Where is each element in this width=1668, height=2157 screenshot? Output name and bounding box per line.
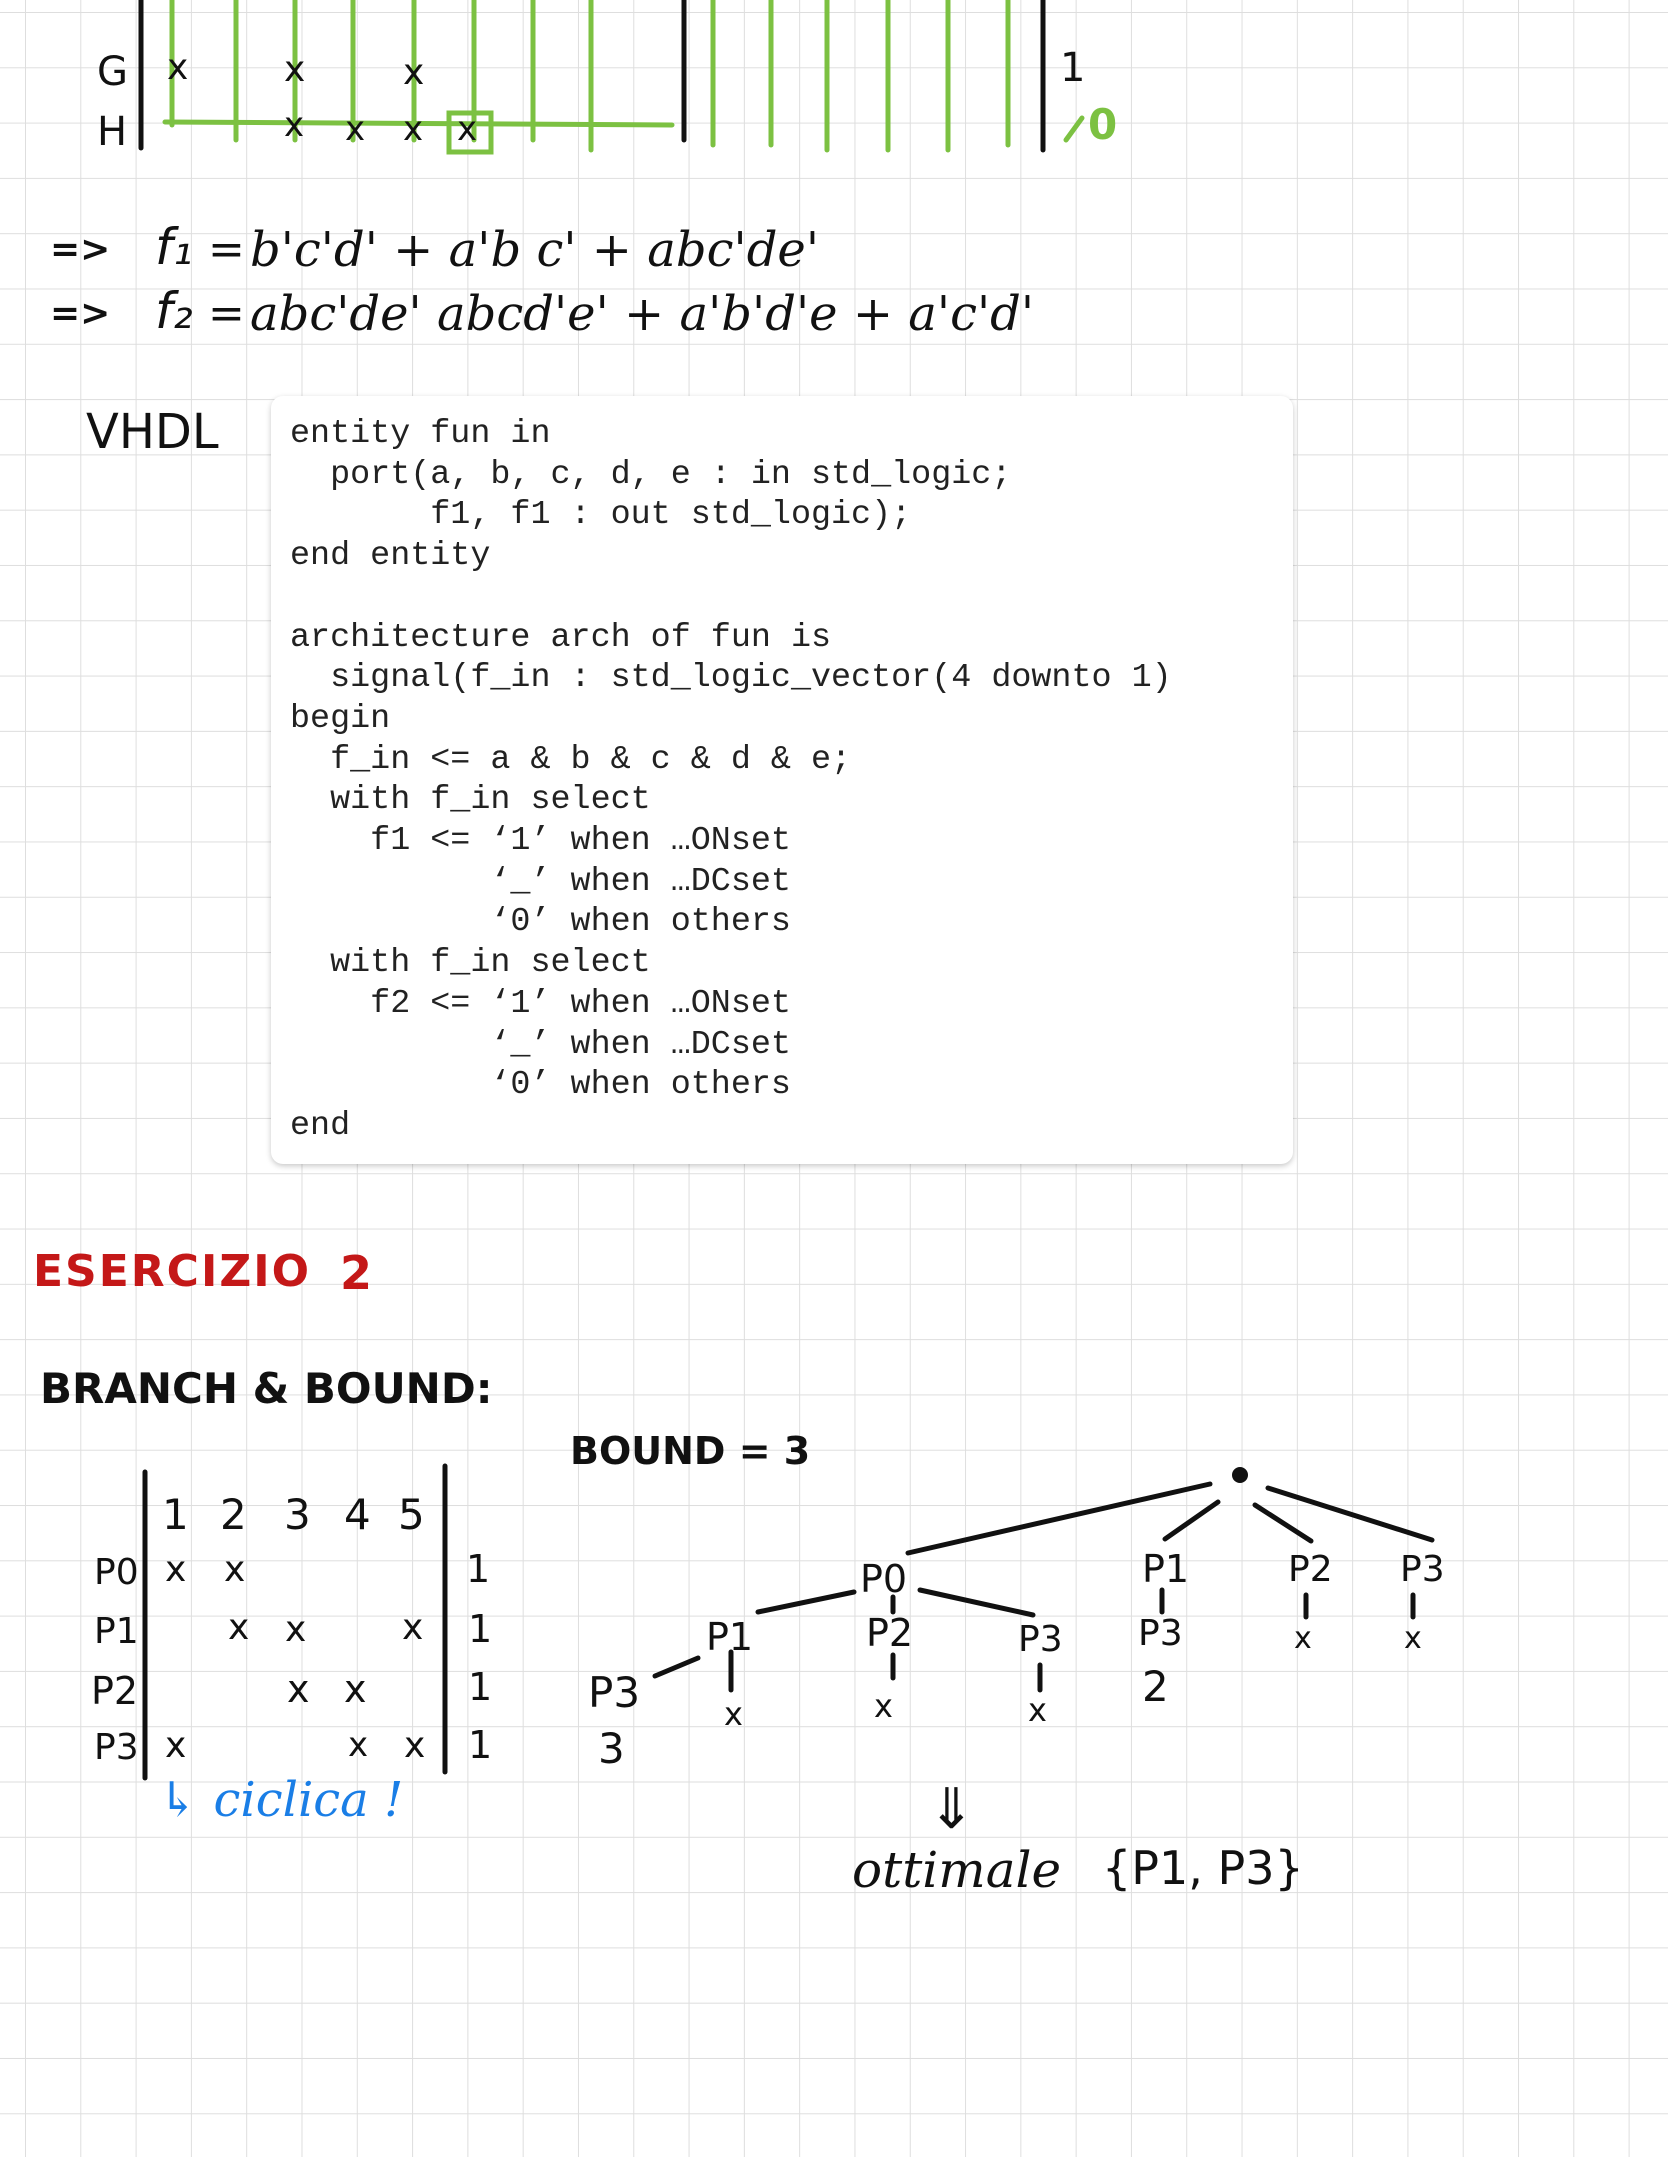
tree-node-p1-p3-cost: 2 bbox=[1142, 1662, 1169, 1711]
formula-eq: = bbox=[208, 224, 245, 275]
top-cell-mark-boxed: x bbox=[457, 109, 478, 149]
cover-mark: x bbox=[165, 1549, 187, 1590]
cover-row-label: P1 bbox=[94, 1611, 139, 1652]
cover-row-value: 1 bbox=[466, 1547, 491, 1591]
exercise-title: ESERCIZIO bbox=[33, 1246, 312, 1297]
tree-node-p0-p1: P1 bbox=[706, 1615, 754, 1659]
cover-mark: x bbox=[285, 1609, 307, 1650]
cover-col-header: 5 bbox=[398, 1490, 425, 1539]
formula-f1-terms: b'c'd' + a'b c' + abc'de' bbox=[250, 222, 820, 278]
vhdl-code-block: entity fun in port(a, b, c, d, e : in st… bbox=[271, 396, 1293, 1164]
cover-row-value: 1 bbox=[468, 1665, 493, 1709]
cover-col-header: 3 bbox=[284, 1490, 311, 1539]
tree-node-p0: P0 bbox=[860, 1557, 908, 1601]
cover-mark: x bbox=[224, 1549, 246, 1590]
formula-arrow: => bbox=[50, 293, 111, 334]
tree-node-p0-p1-pruned: x bbox=[724, 1695, 743, 1733]
cover-mark: x bbox=[344, 1667, 367, 1711]
formula-eq: = bbox=[208, 288, 245, 339]
vhdl-label: VHDL bbox=[86, 404, 219, 460]
formula-f2-terms: abc'de' abcd'e' + a'b'd'e + a'c'd' bbox=[250, 286, 1035, 342]
cover-row-label: P0 bbox=[94, 1552, 139, 1593]
top-right-value: 1 bbox=[1060, 45, 1086, 91]
tree-node-p0-p1-p3: P3 bbox=[588, 1668, 641, 1717]
bound-label: BOUND = 3 bbox=[570, 1429, 811, 1473]
tree-node-p0-p3-pruned: x bbox=[1028, 1691, 1047, 1729]
cyclic-note: ↳ ciclica ! bbox=[158, 1772, 404, 1828]
tree-node-p3: P3 bbox=[1400, 1549, 1445, 1590]
top-cell-mark: x bbox=[284, 105, 305, 145]
top-cell-mark: x bbox=[403, 109, 424, 149]
top-row-label-g: G bbox=[97, 49, 128, 95]
top-right-value: 0 bbox=[1088, 100, 1118, 149]
tree-node-p0-p3: P3 bbox=[1018, 1619, 1063, 1660]
cover-mark: x bbox=[402, 1607, 424, 1648]
top-cell-mark: x bbox=[284, 49, 306, 90]
cover-row-value: 1 bbox=[468, 1723, 493, 1767]
tree-node-p0-p2: P2 bbox=[866, 1611, 914, 1655]
cover-row-label: P2 bbox=[91, 1669, 139, 1713]
result-label: ottimale bbox=[852, 1841, 1062, 1899]
cover-mark: x bbox=[165, 1725, 187, 1766]
tree-node-p0-p1-p3-cost: 3 bbox=[598, 1724, 625, 1773]
cover-mark: x bbox=[228, 1607, 250, 1648]
tree-node-p2: P2 bbox=[1288, 1549, 1333, 1590]
cover-col-header: 4 bbox=[344, 1490, 371, 1539]
top-row-label-h: H bbox=[97, 109, 128, 155]
result-set: {P1, P3} bbox=[1102, 1841, 1304, 1895]
cover-mark: x bbox=[348, 1725, 369, 1765]
cover-col-header: 2 bbox=[220, 1490, 247, 1539]
cover-col-header: 1 bbox=[162, 1490, 189, 1539]
cover-mark: x bbox=[287, 1667, 310, 1711]
tree-node-p0-p2-pruned: x bbox=[874, 1687, 893, 1725]
vhdl-code: entity fun in port(a, b, c, d, e : in st… bbox=[290, 415, 1172, 1145]
cover-mark: x bbox=[404, 1725, 426, 1766]
exercise-number: 2 bbox=[340, 1246, 373, 1300]
formula-f1-lhs: f₁ bbox=[155, 218, 193, 276]
top-cell-mark: x bbox=[345, 109, 366, 149]
tree-node-p1-p3: P3 bbox=[1138, 1613, 1183, 1654]
cover-row-value: 1 bbox=[468, 1607, 493, 1651]
result-arrow: ⇓ bbox=[928, 1777, 975, 1842]
formula-f2-lhs: f₂ bbox=[155, 282, 193, 340]
formula-arrow: => bbox=[50, 229, 111, 270]
cover-row-label: P3 bbox=[94, 1727, 139, 1768]
top-cell-mark: x bbox=[403, 52, 425, 93]
branch-bound-heading: BRANCH & BOUND: bbox=[40, 1364, 493, 1413]
tree-node-p2-pruned: x bbox=[1294, 1621, 1312, 1656]
tree-node-p1: P1 bbox=[1142, 1547, 1190, 1591]
tree-node-p3-pruned: x bbox=[1404, 1621, 1422, 1656]
top-cell-mark: x bbox=[167, 47, 189, 88]
